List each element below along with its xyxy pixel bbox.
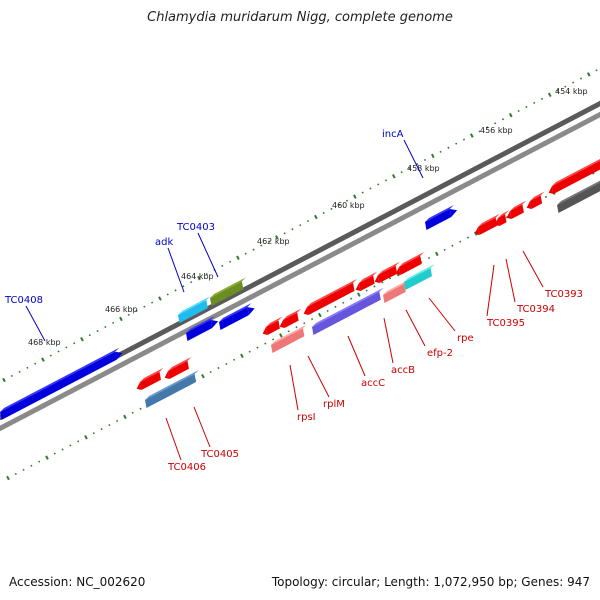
gene-label: TC0408 <box>4 295 43 306</box>
gene-block-efp2-lower <box>404 264 435 290</box>
gene-block-accc-lower <box>312 287 384 335</box>
gene-block-tc0405 <box>164 356 192 379</box>
gene-block-rplm <box>279 308 302 328</box>
gene-block-accb-lower <box>383 279 409 303</box>
gene-block-rpe <box>395 251 425 275</box>
scale-label: 454 kbp <box>555 87 588 96</box>
label-leader-line <box>25 305 46 342</box>
gene-block-adk-upper <box>178 296 211 323</box>
gene-label: adk <box>155 237 173 248</box>
gene-block-accb <box>355 271 378 291</box>
label-leader-line <box>505 258 516 303</box>
scale-label: 456 kbp <box>480 126 513 135</box>
label-leader-line <box>486 264 495 317</box>
label-leader-line <box>165 417 182 461</box>
gene-label: TC0406 <box>167 462 206 473</box>
label-leader-line <box>383 317 394 364</box>
gene-label: efp-2 <box>427 348 453 359</box>
label-leader-line <box>347 335 366 377</box>
label-leader-line <box>522 250 544 288</box>
gene-block-accc <box>303 278 358 315</box>
gene-block-rpsi <box>262 316 283 335</box>
scale-label: 462 kbp <box>257 237 290 246</box>
gene-block-tc0395 <box>474 213 500 235</box>
scale-label: 466 kbp <box>105 305 138 314</box>
gene-block-tc0406 <box>136 367 164 390</box>
label-leader-line <box>167 247 185 293</box>
gene-block-tc0408 <box>0 347 123 420</box>
backbone-line-shadow <box>0 111 600 432</box>
gene-label: TC0395 <box>486 318 525 329</box>
gene-label: rpsI <box>297 412 316 423</box>
gene-block-tc0393 <box>526 191 545 209</box>
gene-block-adk <box>186 316 219 341</box>
scale-label: 468 kbp <box>28 338 61 347</box>
scale-label: 460 kbp <box>332 201 365 210</box>
label-leader-line <box>405 309 426 347</box>
gene-block-tc0405-lower <box>145 370 199 408</box>
gene-block-tc0394 <box>494 210 510 226</box>
label-leader-line <box>307 355 330 398</box>
map-title: Chlamydia muridarum Nigg, complete genom… <box>147 10 453 25</box>
gene-label: rpe <box>457 333 474 344</box>
gene-label: TC0394 <box>516 304 555 315</box>
genome-summary-text: Topology: circular; Length: 1,072,950 bp… <box>271 575 590 589</box>
gene-label: incA <box>382 129 404 140</box>
label-leader-line <box>197 232 219 278</box>
gene-block-tc0394b <box>506 200 527 219</box>
scale-label: 464 kbp <box>181 272 214 281</box>
gene-block-rpsi-lower <box>271 324 307 353</box>
upper-tick-row <box>2 69 598 383</box>
label-leader-line <box>403 139 424 179</box>
scale-label: 458 kbp <box>407 164 440 173</box>
gene-block-efp2 <box>374 261 400 283</box>
gene-block-tc0392-lower <box>557 180 600 213</box>
label-leader-line <box>193 406 211 448</box>
label-leader-line <box>289 364 299 411</box>
gene-block-tc0392 <box>548 159 600 194</box>
gene-block-inca <box>425 205 458 230</box>
gene-block-tc0403-upper <box>210 277 246 306</box>
label-leader-line <box>428 297 456 332</box>
gene-block-tc0403 <box>219 303 255 330</box>
gene-label: TC0403 <box>176 222 215 233</box>
gene-label: rplM <box>323 399 345 410</box>
gene-label: accC <box>361 378 385 389</box>
gene-label: TC0405 <box>200 449 239 460</box>
gene-label: accB <box>391 365 415 376</box>
gene-label: TC0393 <box>544 289 583 300</box>
accession-text: Accession: NC_002620 <box>9 575 146 589</box>
